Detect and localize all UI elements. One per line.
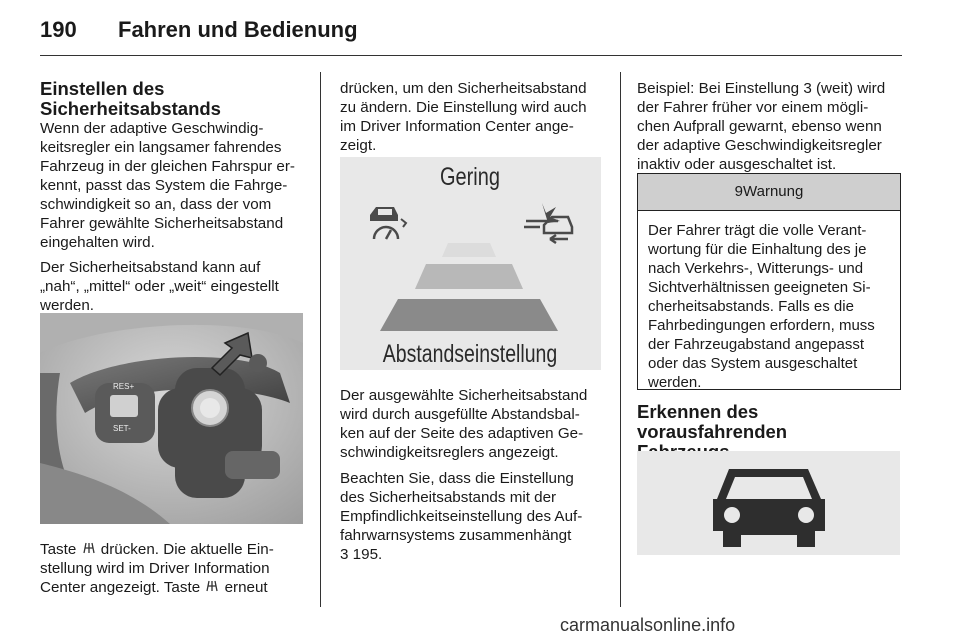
warning-symbol-icon: 9: [734, 183, 744, 200]
res-button-label: RES+: [113, 382, 134, 391]
text-line: der adaptive Geschwindigkeitsregler: [637, 137, 882, 154]
text-line: schwindigkeitsreglers angezeigt.: [340, 444, 559, 461]
section-heading: Einstellen des Sicherheitsabstands: [40, 79, 310, 119]
text-line: der Fahrzeugabstand angepasst: [648, 336, 864, 353]
text-fragment: Center angezeigt. Taste: [40, 579, 205, 596]
text-fragment: Taste: [40, 541, 81, 558]
distance-setting-display: Gering Abstandseinstellung: [340, 157, 601, 370]
text-line: Der Fahrer trägt die volle Verant-: [648, 222, 867, 239]
text-line: Sichtverhältnissen geeigneten Si-: [648, 279, 871, 296]
text-line: werden.: [648, 374, 702, 391]
warning-box: 9Warnung Der Fahrer trägt die volle Vera…: [637, 173, 901, 392]
header-rule: [40, 55, 902, 56]
warning-body: Der Fahrer trägt die volle Verant- wortu…: [638, 211, 900, 392]
text-line: nach Verkehrs-, Witterungs- und: [648, 260, 864, 277]
text-line: werden.: [40, 297, 95, 314]
set-button-label: SET-: [113, 424, 131, 433]
paragraph-settings: Der Sicherheitsabstand kann auf „nah“, „…: [40, 258, 310, 315]
page-header-title: Fahren und Bedienung: [118, 17, 358, 42]
section-heading-line-1: Erkennen des vorausfahrenden: [637, 401, 788, 442]
page-number: 190: [40, 17, 77, 42]
text-line: fahrwarnsystems zusammenhängt: [340, 527, 572, 544]
column-1-top: Einstellen des Sicherheitsabstands Wenn …: [40, 79, 310, 315]
vehicle-ahead-icon: [637, 451, 900, 555]
distance-button-icon: [206, 580, 218, 592]
text-line: im Driver Information Center ange-: [340, 118, 574, 135]
column-2-bottom: Der ausgewählte Sicherheitsabstand wird …: [340, 386, 610, 564]
distance-button-icon: [82, 542, 95, 554]
text-line: zu ändern. Die Einstellung wird auch: [340, 99, 587, 116]
vehicle-speed-icon: [370, 207, 408, 240]
column-divider-2: [620, 72, 621, 607]
text-line: Fahrzeug in der gleichen Fahrspur er-: [40, 158, 295, 175]
section-heading-line-2: Sicherheitsabstands: [40, 98, 221, 119]
column-1-bottom: Taste drücken. Die aktuelle Ein- stellun…: [40, 540, 310, 597]
text-line: ken auf der Seite des adaptiven Ge-: [340, 425, 584, 442]
text-line: des Sicherheitsabstands mit der: [340, 489, 557, 506]
text-fragment: drücken. Die aktuelle Ein-: [96, 541, 274, 558]
text-line: stellung wird im Driver Information: [40, 560, 270, 577]
text-line: Empfindlichkeitseinstellung des Auf-: [340, 508, 583, 525]
text-line: cherheitsabstands. Falls es die: [648, 298, 854, 315]
text-line: der Fahrer früher vor einem mögli-: [637, 99, 869, 116]
text-line: Fahrer gewählte Sicherheitsabstand: [40, 215, 284, 232]
text-line: schwindigkeit so an, dass der vom: [40, 196, 272, 213]
text-line: kennt, passt das System die Fahrge-: [40, 177, 288, 194]
display-bottom-label: Abstandseinstellung: [383, 340, 557, 368]
text-line: eingehalten wird.: [40, 234, 155, 251]
text-line: Der ausgewählte Sicherheitsabstand: [340, 387, 588, 404]
column-divider-1: [320, 72, 321, 607]
reference-page: 195.: [348, 546, 383, 563]
text-line: zeigt.: [340, 137, 377, 154]
text-line: inaktiv oder ausgeschaltet ist.: [637, 156, 837, 173]
paragraph-press-button: Taste drücken. Die aktuelle Ein- stellun…: [40, 540, 310, 597]
text-line: „nah“, „mittel“ oder „weit“ eingestellt: [40, 278, 279, 295]
text-line: oder das System ausgeschaltet: [648, 355, 858, 372]
paragraph-note: Beachten Sie, dass die Einstellung des S…: [340, 469, 610, 564]
warning-header: 9Warnung: [638, 174, 900, 211]
text-line: Fahrbedingungen erfordern, muss: [648, 317, 875, 334]
text-line: Der Sicherheitsabstand kann auf: [40, 259, 261, 276]
text-line: wortung für die Einhaltung des je: [648, 241, 867, 258]
page-reference-link[interactable]: 3 195.: [340, 546, 382, 563]
column-2-top: drücken, um den Sicherheitsabstand zu än…: [340, 79, 610, 155]
paragraph-example: Beispiel: Bei Einstellung 3 (weit) wird …: [637, 79, 907, 174]
reference-arrow-icon: 3: [340, 546, 349, 563]
text-fragment: erneut: [220, 579, 268, 596]
warning-title: Warnung: [743, 183, 804, 200]
text-line: Beachten Sie, dass die Einstellung: [340, 470, 574, 487]
collision-warning-icon: [524, 203, 574, 245]
section-heading-line-1: Einstellen des: [40, 78, 165, 99]
text-line: Beispiel: Bei Einstellung 3 (weit) wird: [637, 80, 886, 97]
watermark: carmanualsonline.info: [560, 615, 736, 635]
paragraph-intro: Wenn der adaptive Geschwindig- keitsregl…: [40, 119, 310, 252]
display-top-label: Gering: [440, 163, 500, 191]
paragraph-selected-distance: Der ausgewählte Sicherheitsabstand wird …: [340, 386, 610, 462]
paragraph-continue: drücken, um den Sicherheitsabstand zu än…: [340, 79, 610, 155]
text-line: keitsregler ein langsamer fahrendes: [40, 139, 282, 156]
text-line: Wenn der adaptive Geschwindig-: [40, 120, 264, 137]
text-line: drücken, um den Sicherheitsabstand: [340, 80, 587, 97]
text-line: wird durch ausgefüllte Abstandsbal-: [340, 406, 580, 423]
column-3-top: Beispiel: Bei Einstellung 3 (weit) wird …: [637, 79, 907, 174]
text-line: chen Aufprall gewarnt, ebenso wenn: [637, 118, 882, 135]
steering-wheel-photo: RES+ SET-: [40, 313, 303, 524]
